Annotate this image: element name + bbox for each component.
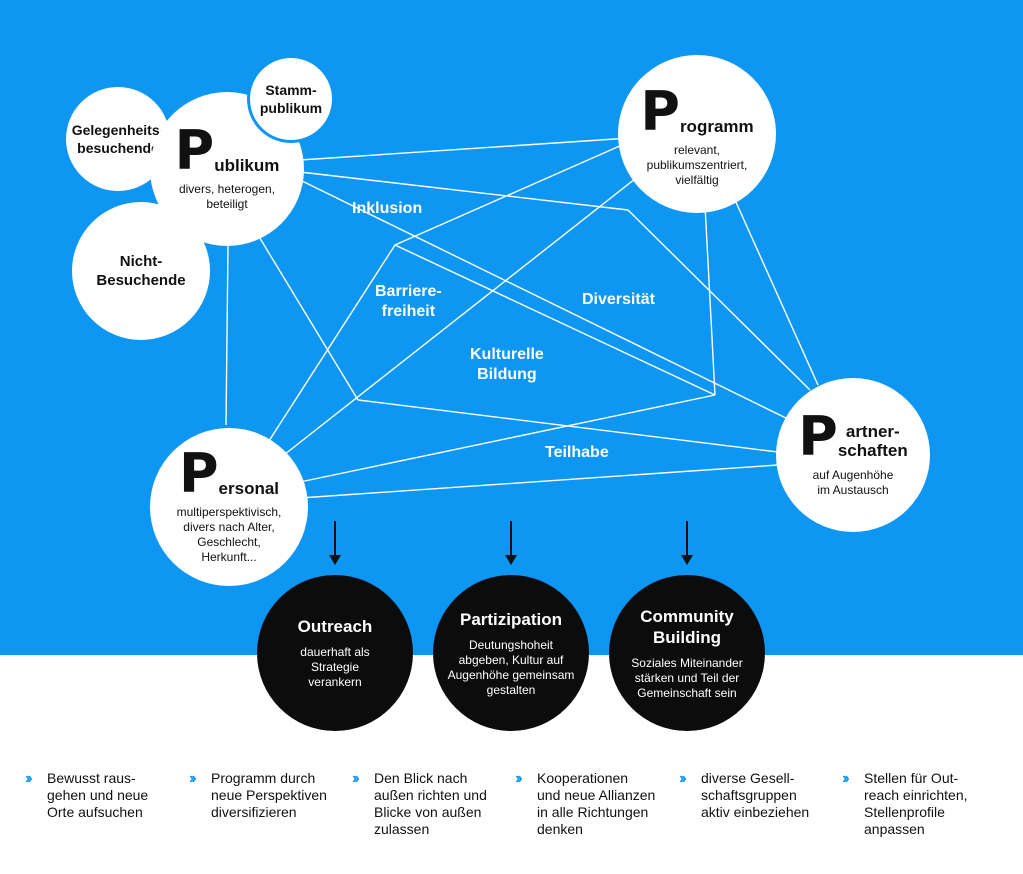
connector-line [257,244,396,459]
bullet-item: ›› diverse Gesell- schaftsgruppen aktiv … [679,770,829,821]
arrow-down-icon [505,521,517,565]
bullet-text: Bewusst raus- gehen und neue Orte aufsuc… [47,770,149,820]
personal-circle: P ersonal multiperspektivisch, divers na… [150,428,308,586]
double-chevron-right-icon: ›› [842,770,850,787]
nicht-besuchende-label: Nicht- Besuchende [96,253,186,289]
double-chevron-right-icon: ›› [515,770,523,787]
arrow-down-icon [681,521,693,565]
bullet-item: ›› Programm durch neue Perspektiven dive… [189,770,339,821]
theme-diversitaet: Diversität [582,291,655,308]
theme-barrierefreiheit: Barriere- freiheit [375,283,442,320]
connection-network [225,137,819,499]
connector-line [394,244,716,396]
double-chevron-right-icon: ›› [352,770,360,787]
connector-line [704,204,716,396]
bullet-text: diverse Gesell- schaftsgruppen aktiv ein… [701,770,810,820]
theme-kulturelle-bildung: Kulturelle Bildung [470,346,544,383]
connector-line [225,244,229,426]
theme-teilhabe: Teilhabe [545,444,609,461]
personal-title: ersonal [218,479,280,498]
publikum-heading: P ublikum [174,119,280,182]
partnerschaften-description: auf Augenhöhe im Austausch [812,468,894,497]
partnerschaften-heading: P artner- schaften [798,405,908,468]
bullet-text: Programm durch neue Perspektiven diversi… [211,770,327,820]
double-chevron-right-icon: ›› [25,770,33,787]
stammpublikum-label: Stamm- publikum [259,82,323,116]
partnerschaften-circle: P artner- schaften auf Augenhöhe im Aust… [776,378,930,532]
connector-line [299,137,631,161]
connector-line [299,394,716,483]
stammpublikum-circle: Stamm- publikum [247,55,335,143]
outcome-partizipation-circle: Partizipation Deutungshoheit abgeben, Ku… [433,575,589,731]
partnerschaften-initial: P [798,405,838,468]
programm-description: relevant, publikumszentriert, vielfältig [646,142,748,187]
bullet-item: ›› Bewusst raus- gehen und neue Orte auf… [25,770,175,821]
connector-line [627,209,811,391]
outcome-description: Soziales Miteinander stärken und Teil de… [631,655,743,700]
publikum-title: ublikum [214,156,280,175]
double-chevron-right-icon: ›› [189,770,197,787]
double-chevron-right-icon: ›› [679,770,687,787]
programm-heading: P rogramm [640,79,754,143]
connector-line [299,171,629,211]
bullet-item: ›› Kooperationen und neue Allianzen in a… [515,770,665,838]
nicht-besuchende-circle: Nicht- Besuchende [69,199,213,343]
programm-circle: P rogramm relevant, publikumszentriert, … [618,55,776,213]
connector-line [299,179,791,421]
arrow-down-icon [329,521,341,565]
outcome-title: Partizipation [459,609,562,629]
connector-line [274,174,641,463]
connector-line [734,199,819,386]
personal-heading: P ersonal [178,442,280,505]
personal-description: multiperspektivisch, divers nach Alter, … [176,505,282,564]
partnerschaften-title: artner- schaften [837,422,908,460]
theme-inklusion: Inklusion [352,200,423,217]
personal-initial: P [178,442,219,505]
bullet-item: ›› Den Blick nach außen richten und Blic… [352,770,502,838]
outcome-title: Outreach [297,617,373,636]
publikum-initial: P [174,119,215,182]
outcome-outreach-circle: Outreach dauerhaft als Strategie veranke… [257,575,413,731]
bullet-item: ›› Stellen für Out- reach einrichten, St… [842,770,992,838]
gelegenheitsbesuchende-label: Gelegenheits- besuchende [71,122,165,156]
outcome-description: dauerhaft als Strategie verankern [300,645,370,689]
outcome-title: Community Building [640,606,734,647]
outcome-community-building-circle: Community Building Soziales Miteinander … [609,575,765,731]
connector-line [257,234,359,401]
bullet-text: Den Blick nach außen richten und Blicke … [374,770,487,837]
programm-title: rogramm [679,116,754,136]
outcome-description: Deutungshoheit abgeben, Kultur auf Augen… [447,637,575,697]
publikum-description: divers, heterogen, beteiligt [178,182,276,211]
programm-initial: P [640,79,680,143]
connector-line [299,464,779,499]
connector-line [394,144,623,246]
bullet-text: Stellen für Out- reach einrichten, Stell… [864,770,968,837]
bullet-text: Kooperationen und neue Allianzen in alle… [537,770,656,837]
